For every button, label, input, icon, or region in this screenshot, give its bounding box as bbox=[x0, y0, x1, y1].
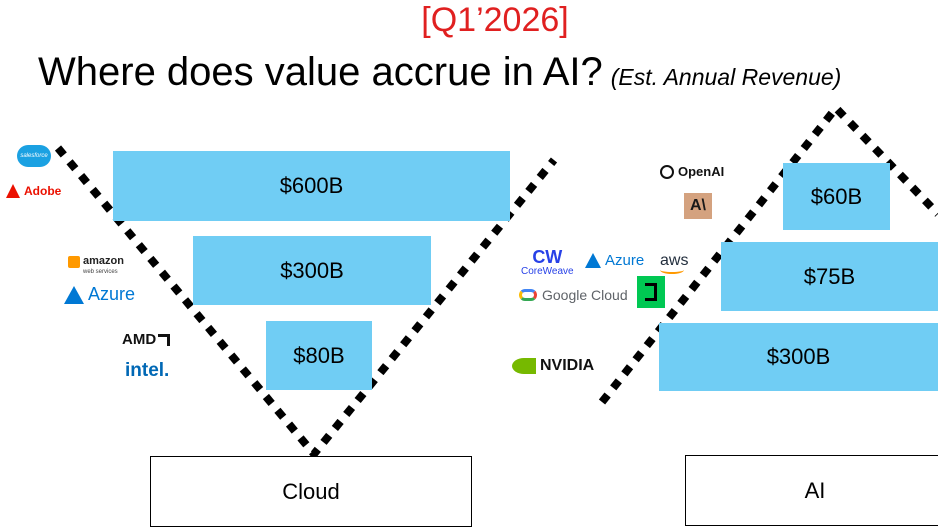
adobe-logo: Adobe bbox=[6, 184, 61, 198]
google-cloud-icon bbox=[519, 289, 537, 301]
azure-logo: Azure bbox=[585, 252, 644, 269]
adobe-logo-text: Adobe bbox=[24, 184, 62, 198]
coreweave-logo-text: CoreWeave bbox=[521, 266, 574, 277]
openai-logo: OpenAI bbox=[660, 164, 724, 179]
cloud-label-box: Cloud bbox=[150, 456, 472, 527]
ai-bar-bottom-label: $300B bbox=[766, 344, 831, 369]
anthropic-logo-text: A\ bbox=[690, 197, 706, 214]
intel-logo-text: intel. bbox=[125, 360, 170, 381]
aws-smile-icon bbox=[660, 266, 684, 274]
amd-logo-text: AMD bbox=[122, 331, 157, 348]
salesforce-logo: salesforce bbox=[17, 145, 51, 167]
salesforce-logo-text: salesforce bbox=[20, 153, 48, 159]
ai-bar-bottom: $300B bbox=[659, 323, 938, 391]
azure-logo: Azure bbox=[64, 284, 135, 305]
coreweave-mark-icon: CW bbox=[532, 247, 563, 267]
azure-logo-text: Azure bbox=[88, 284, 136, 304]
adobe-mark-icon bbox=[6, 184, 20, 198]
aws-boxes-icon bbox=[68, 256, 80, 268]
ai-label: AI bbox=[804, 477, 826, 503]
ai-label-box: AI bbox=[685, 455, 938, 526]
nvidia-logo: NVIDIA bbox=[512, 357, 594, 375]
headline: Where does value accrue in AI? (Est. Annu… bbox=[38, 48, 841, 96]
cloud-bar-bottom-label: $80B bbox=[293, 342, 345, 368]
intel-logo: intel. bbox=[125, 360, 169, 382]
web-services-text: web services bbox=[83, 269, 118, 275]
ai-bar-middle: $75B bbox=[721, 242, 938, 311]
green-square-mark-icon bbox=[645, 283, 657, 301]
headline-main: Where does value accrue in AI? bbox=[38, 50, 603, 94]
google-cloud-logo: Google Cloud bbox=[519, 287, 628, 303]
nvidia-logo-text: NVIDIA bbox=[540, 357, 595, 374]
amd-arrow-icon bbox=[158, 333, 171, 346]
cloud-bar-middle: $300B bbox=[193, 236, 431, 305]
azure-mark-icon bbox=[585, 253, 601, 268]
aws-logo: aws bbox=[660, 252, 688, 274]
cloud-funnel-guide bbox=[54, 145, 558, 461]
ai-bar-middle-label: $75B bbox=[803, 263, 856, 289]
amazon-logo-text: amazon bbox=[83, 255, 124, 267]
green-square-logo bbox=[637, 276, 665, 308]
amd-logo: AMD bbox=[122, 331, 171, 348]
nvidia-eye-icon bbox=[512, 358, 536, 374]
ai-bar-top: $60B bbox=[783, 163, 890, 230]
cloud-label: Cloud bbox=[282, 478, 340, 504]
azure-logo-text: Azure bbox=[605, 252, 645, 269]
anthropic-logo: A\ bbox=[684, 193, 712, 219]
date-tag: [Q1’2026] bbox=[421, 1, 569, 39]
ai-pyramid-guide bbox=[598, 101, 938, 405]
aws-logo-text: aws bbox=[660, 252, 689, 269]
cloud-bar-top-label: $600B bbox=[279, 173, 344, 198]
cloud-bar-middle-label: $300B bbox=[280, 257, 344, 283]
openai-logo-text: OpenAI bbox=[678, 164, 725, 179]
openai-knot-icon bbox=[660, 164, 674, 179]
coreweave-logo: CW CoreWeave bbox=[521, 248, 574, 277]
google-cloud-logo-text: Google Cloud bbox=[542, 287, 628, 303]
amazon-web-services-logo: amazon web services bbox=[68, 256, 124, 278]
ai-bar-top-label: $60B bbox=[810, 183, 863, 209]
cloud-bar-bottom: $80B bbox=[266, 321, 372, 390]
headline-subtitle: (Est. Annual Revenue) bbox=[610, 64, 842, 90]
cloud-bar-top: $600B bbox=[113, 151, 510, 221]
azure-mark-icon bbox=[64, 285, 84, 304]
